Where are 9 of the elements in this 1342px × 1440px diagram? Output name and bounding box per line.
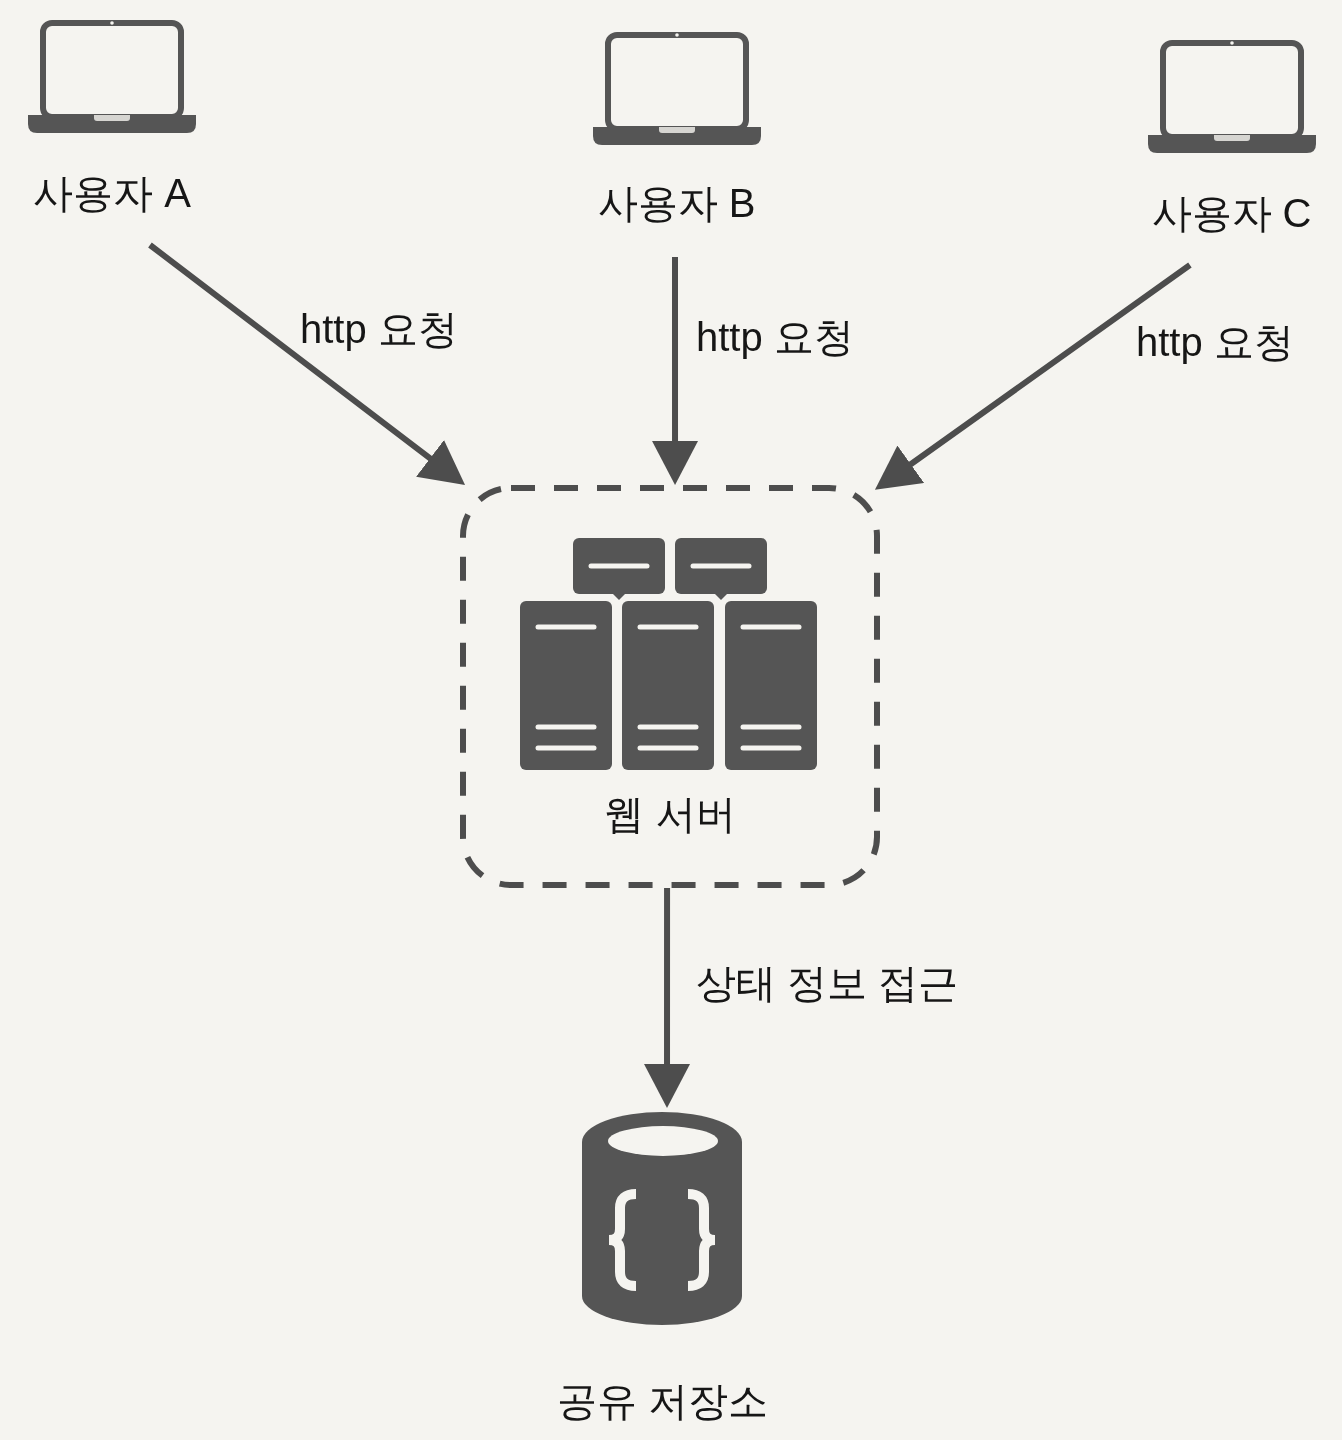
node-label: 사용자 C [1151, 190, 1312, 236]
arrow [644, 888, 690, 1108]
arrow [652, 257, 699, 485]
node-label: 사용자 A [33, 170, 191, 216]
arrow [873, 262, 1192, 493]
node-label: 웹 서버 [604, 791, 736, 837]
node-label: 공유 저장소 [556, 1378, 769, 1424]
node-label: 사용자 B [597, 180, 756, 226]
arrow [148, 242, 467, 488]
